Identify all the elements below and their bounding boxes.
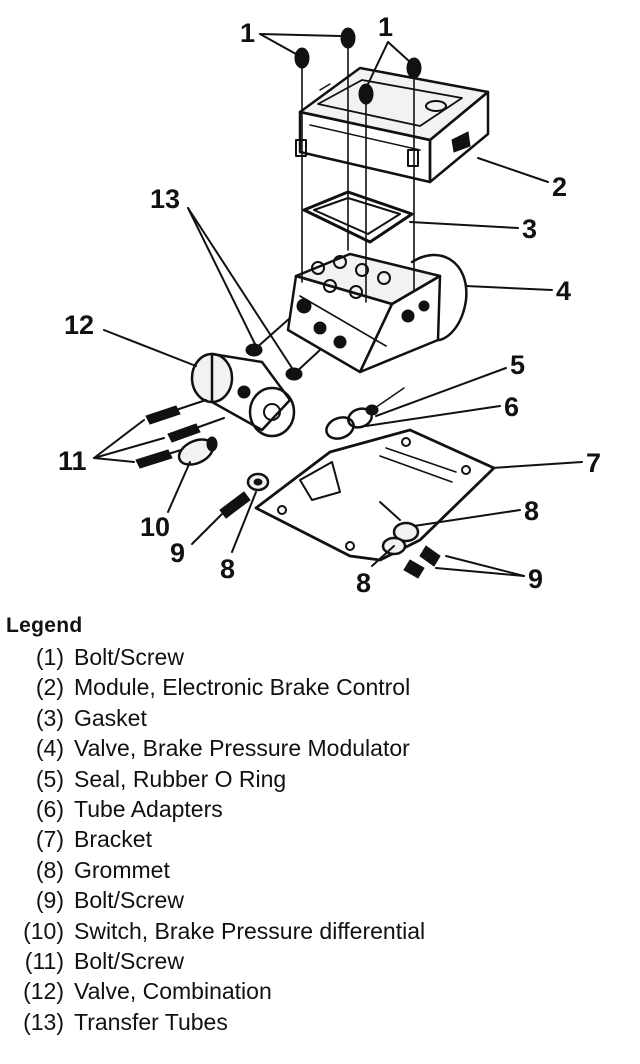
legend-item-number: (10)	[23, 917, 64, 944]
brake-control-module	[298, 66, 490, 184]
legend-item-number: (8)	[35, 856, 64, 883]
legend-item-number: (5)	[35, 765, 64, 792]
legend-item-text: Grommet	[74, 856, 170, 883]
legend-item-number: (2)	[35, 674, 64, 701]
legend-item-text: Valve, Combination	[74, 978, 272, 1005]
legend-item-text: Gasket	[74, 704, 147, 731]
legend-list: (1) Bolt/Screw (2) Module, Electronic Brak…	[6, 644, 626, 1039]
legend-item-text: Bolt/Screw	[74, 947, 184, 974]
legend-item-text: Valve, Brake Pressure Modulator	[74, 735, 410, 762]
callout-11: 11	[58, 446, 87, 476]
legend-item-text: Module, Electronic Brake Control	[74, 674, 411, 701]
seal-and-tube-adapters	[325, 387, 405, 440]
legend-item-text: Bracket	[74, 826, 152, 853]
legend-item: (7) Bracket	[6, 826, 626, 856]
callout-2: 2	[552, 172, 567, 202]
brake-pressure-modulator-valve	[286, 252, 468, 374]
legend-item: (9) Bolt/Screw	[6, 887, 626, 917]
legend-item: (6) Tube Adapters	[6, 796, 626, 826]
legend-item-text: Bolt/Screw	[74, 887, 184, 914]
callout-8c: 8	[220, 554, 235, 584]
callout-9b: 9	[170, 538, 185, 568]
grommets-and-bolts	[219, 472, 441, 579]
callout-7: 7	[586, 448, 601, 478]
callout-5: 5	[510, 350, 525, 380]
legend-item-number: (6)	[35, 795, 64, 822]
legend-item: (13) Transfer Tubes	[6, 1009, 626, 1039]
callout-1a: 1	[240, 18, 255, 48]
legend-item: (11) Bolt/Screw	[6, 948, 626, 978]
callout-4: 4	[556, 276, 571, 306]
legend-item-text: Tube Adapters	[74, 795, 223, 822]
callout-12: 12	[64, 310, 94, 340]
transfer-tubes	[245, 317, 321, 381]
callout-6: 6	[504, 392, 519, 422]
legend-item: (4) Valve, Brake Pressure Modulator	[6, 735, 626, 765]
bracket	[254, 428, 496, 562]
legend-item-text: Transfer Tubes	[74, 1008, 228, 1035]
exploded-parts-diagram: 1 1 2 3 4 5 6 7 8 8 8 9 9 10 11 12 13	[58, 12, 601, 598]
legend-item-number: (12)	[23, 978, 64, 1005]
callout-1b: 1	[378, 12, 393, 42]
callout-9a: 9	[528, 564, 543, 594]
legend-item-number: (7)	[35, 826, 64, 853]
legend-item: (2) Module, Electronic Brake Control	[6, 674, 626, 704]
left-bolts	[135, 399, 225, 469]
callout-3: 3	[522, 214, 537, 244]
legend-item-number: (4)	[35, 735, 64, 762]
legend-item: (3) Gasket	[6, 705, 626, 735]
callout-13: 13	[150, 184, 180, 214]
gasket	[302, 190, 414, 244]
callout-8b: 8	[356, 568, 371, 598]
legend-item: (10) Switch, Brake Pressure differential	[6, 918, 626, 948]
legend-title: Legend	[6, 614, 83, 637]
top-bolts	[294, 27, 422, 303]
callout-10: 10	[140, 512, 170, 542]
legend: Legend (1) Bolt/Screw (2) Module, Electron…	[6, 614, 626, 1039]
legend-item-text: Seal, Rubber O Ring	[74, 765, 287, 792]
callout-8a: 8	[524, 496, 539, 526]
legend-item: (12) Valve, Combination	[6, 978, 626, 1008]
legend-item: (1) Bolt/Screw	[6, 644, 626, 674]
legend-item-number: (13)	[23, 1008, 64, 1035]
legend-item: (5) Seal, Rubber O Ring	[6, 766, 626, 796]
legend-item-number: (9)	[35, 887, 64, 914]
legend-item: (8) Grommet	[6, 857, 626, 887]
legend-item-text: Bolt/Screw	[74, 644, 184, 670]
legend-item-number: (11)	[24, 947, 64, 974]
brake-pressure-differential-switch	[177, 436, 218, 466]
leader-lines	[93, 33, 583, 577]
combination-valve	[190, 352, 296, 438]
legend-item-number: (1)	[35, 644, 64, 670]
legend-item-number: (3)	[35, 704, 64, 731]
callout-labels: 1 1 2 3 4 5 6 7 8 8 8 9 9 10 11 12 13	[58, 12, 601, 598]
legend-item-text: Switch, Brake Pressure differential	[74, 917, 426, 944]
